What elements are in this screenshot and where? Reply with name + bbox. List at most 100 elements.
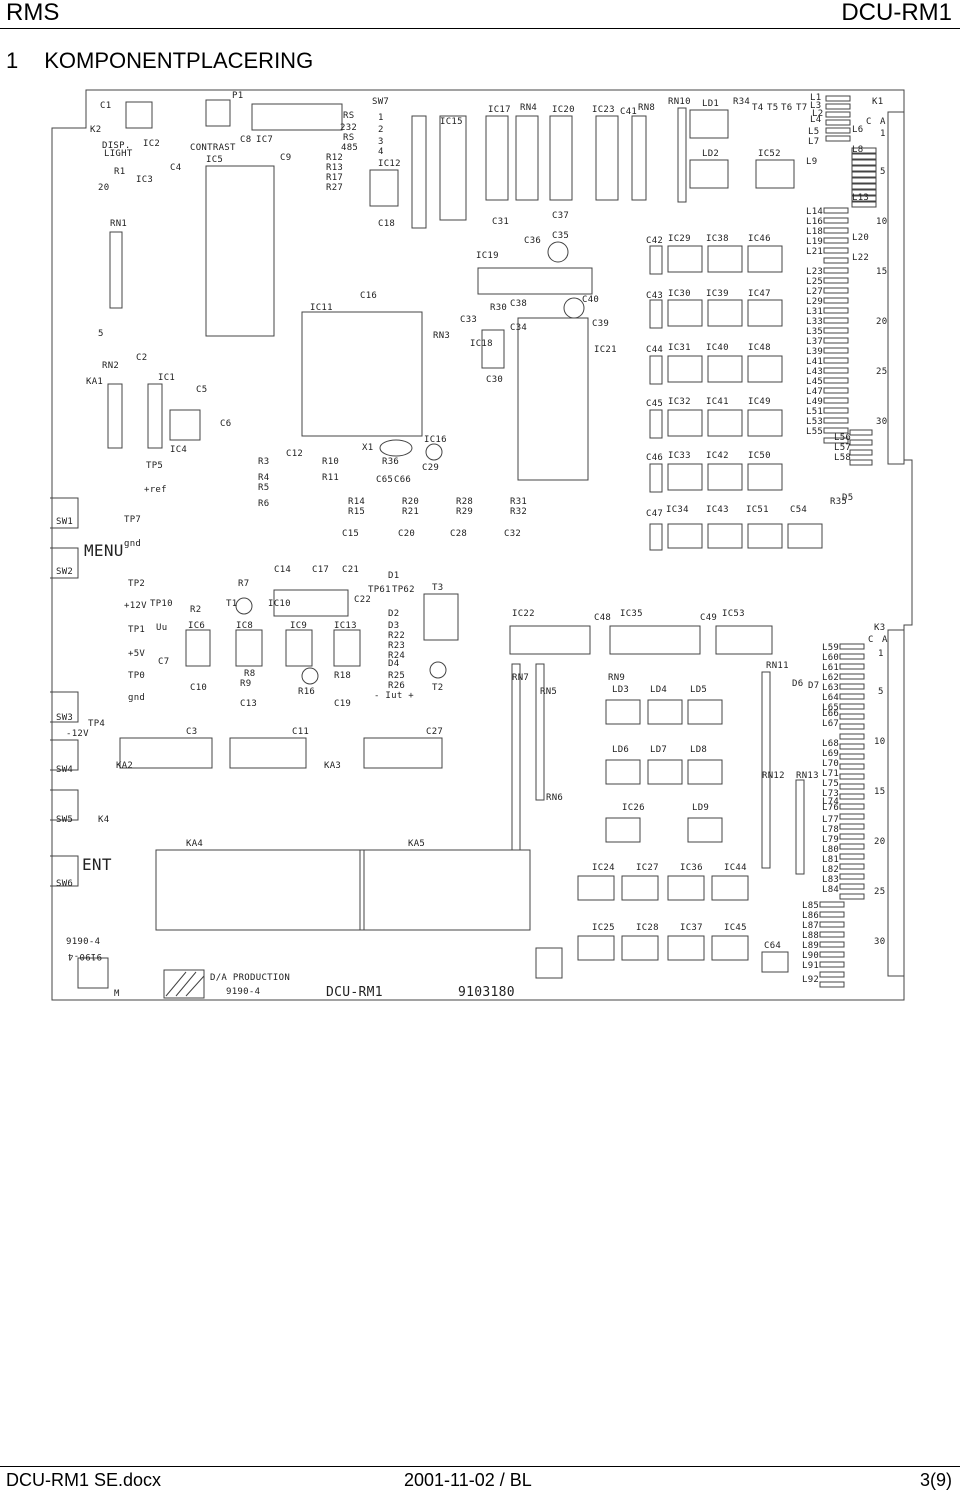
component-label: IC7: [256, 135, 273, 145]
component-label: TP2: [128, 579, 145, 589]
component-label: L1: [810, 93, 821, 103]
component-label: R5: [258, 483, 269, 493]
component-label: L57: [834, 443, 851, 453]
component-label: T5: [767, 103, 778, 113]
component-label: TP62: [392, 585, 415, 595]
component-label: L74: [822, 797, 839, 807]
component-label: C37: [552, 211, 569, 221]
component-label: IC38: [706, 234, 729, 244]
component-label: L68: [822, 739, 839, 749]
component-label: +5V: [128, 649, 145, 659]
footer-page: 3(9): [919, 1470, 952, 1490]
component-label: IC36: [680, 863, 703, 873]
component-label: IC20: [552, 105, 575, 115]
component-label: IC12: [378, 159, 401, 169]
component-label: IC49: [748, 397, 771, 407]
component-label: 20: [874, 837, 885, 847]
component-label: MENU: [84, 541, 124, 560]
component-label: +12V: [124, 601, 147, 611]
component-label: C14: [274, 565, 291, 575]
component-label: L53: [806, 417, 823, 427]
component-label: T6: [781, 103, 792, 113]
component-label: R26: [388, 681, 405, 691]
component-label: P1: [232, 91, 243, 101]
component-label: D7: [808, 681, 819, 691]
component-label: L80: [822, 845, 839, 855]
footer-divider: [0, 1466, 960, 1467]
component-label: L64: [822, 693, 839, 703]
component-label: L78: [822, 825, 839, 835]
component-label: C54: [790, 505, 807, 515]
component-label: IC47: [748, 289, 771, 299]
footer-filename: DCU-RM1 SE.docx: [6, 1470, 162, 1490]
component-label: RN13: [796, 771, 819, 781]
component-label: RN12: [762, 771, 785, 781]
component-label: D/A PRODUCTION: [210, 973, 290, 983]
component-label: C3: [186, 727, 197, 737]
component-label: D2: [388, 609, 399, 619]
component-label: R36: [382, 457, 399, 467]
component-label: L5: [808, 127, 819, 137]
component-label: L39: [806, 347, 823, 357]
component-label: IC43: [706, 505, 729, 515]
component-label: KA4: [186, 839, 203, 849]
component-label: IC44: [724, 863, 747, 873]
component-label: R6: [258, 499, 269, 509]
component-label: L66: [822, 709, 839, 719]
component-label: C2: [136, 353, 147, 363]
component-label: IC37: [680, 923, 703, 933]
component-label: SW4: [56, 765, 73, 775]
component-label: IC10: [268, 599, 291, 609]
component-label: TP5: [146, 461, 163, 471]
component-label: L16: [806, 217, 823, 227]
component-label: C43: [646, 291, 663, 301]
component-label: L69: [822, 749, 839, 759]
component-label: 1: [880, 129, 886, 139]
component-label: R10: [322, 457, 339, 467]
component-label: T3: [432, 583, 443, 593]
component-label: C28: [450, 529, 467, 539]
component-label: R14: [348, 497, 365, 507]
component-label: L19: [806, 237, 823, 247]
component-label: C6: [220, 419, 231, 429]
component-label: L70: [822, 759, 839, 769]
component-label: C38: [510, 299, 527, 309]
component-label: L21: [806, 247, 823, 257]
component-label: A: [882, 635, 888, 645]
component-label: R29: [456, 507, 473, 517]
component-label: L51: [806, 407, 823, 417]
component-label: 20: [876, 317, 887, 327]
component-label: RN3: [433, 331, 450, 341]
component-label: C11: [292, 727, 309, 737]
component-label: L14: [806, 207, 823, 217]
component-label: L33: [806, 317, 823, 327]
component-label: C64: [764, 941, 781, 951]
component-label: K2: [90, 125, 101, 135]
component-label: D5: [842, 493, 853, 503]
component-label: C22: [354, 595, 371, 605]
component-label: IC46: [748, 234, 771, 244]
component-label: C8: [240, 135, 251, 145]
component-label: L76: [822, 803, 839, 813]
component-label: R13: [326, 163, 343, 173]
component-label: C29: [422, 463, 439, 473]
component-label: 9190-4: [226, 987, 260, 997]
component-label: SW7: [372, 97, 389, 107]
component-label: A: [880, 117, 886, 127]
component-label: L59: [822, 643, 839, 653]
component-label: KA1: [86, 377, 103, 387]
component-label: KA3: [324, 761, 341, 771]
component-label: L6: [852, 125, 863, 135]
component-label: L7: [808, 137, 819, 147]
component-label: R35: [830, 497, 847, 507]
component-label: KA5: [408, 839, 425, 849]
component-label: IC6: [188, 621, 205, 631]
section-number: 1: [6, 48, 19, 73]
component-label: R11: [322, 473, 339, 483]
component-label: IC13: [334, 621, 357, 631]
component-label: 10: [874, 737, 885, 747]
component-label: IC17: [488, 105, 511, 115]
component-label: L62: [822, 673, 839, 683]
component-label: -12V: [66, 729, 89, 739]
